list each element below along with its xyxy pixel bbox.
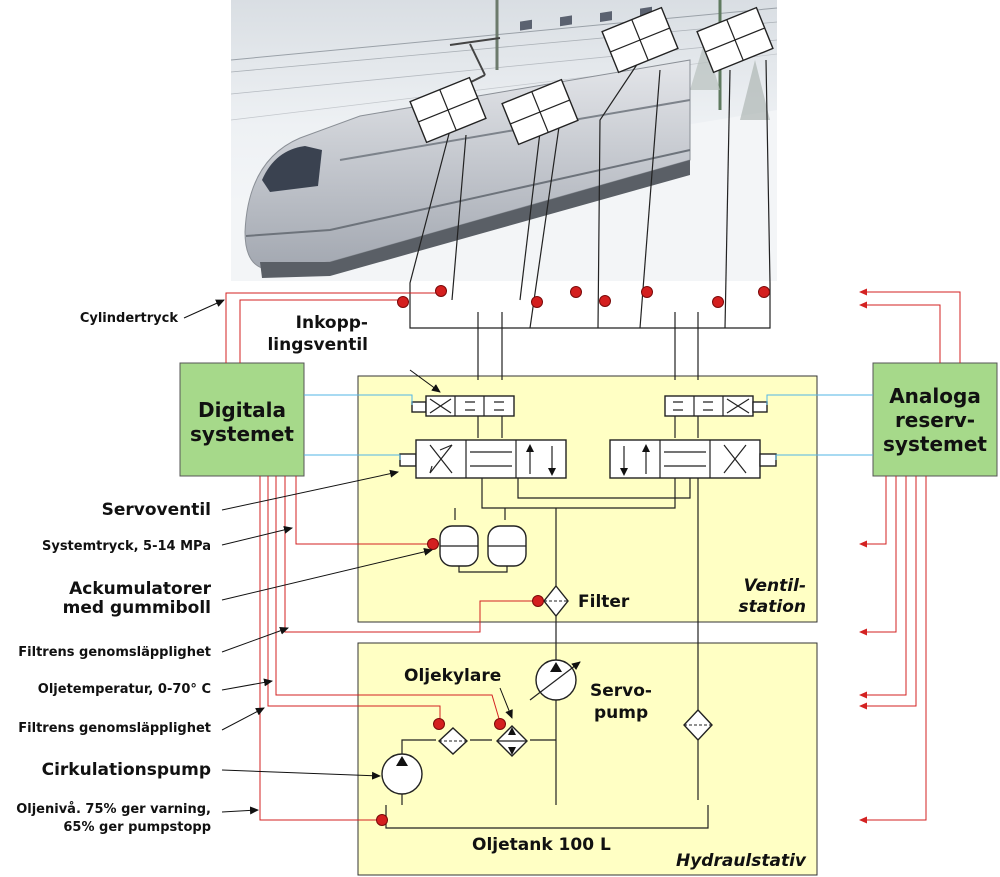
digital-system-box (179, 362, 305, 477)
servo-valve-left (399, 439, 567, 479)
cylinder-symbols (409, 6, 774, 146)
label-hydraulstativ: Hydraulstativ (676, 851, 807, 871)
analog-box-line-3: systemet (883, 432, 987, 456)
hydraulic-lines (385, 59, 771, 829)
label-cirkulationspump: Cirkulationspump (42, 760, 211, 780)
label-ventilstation-2: station (739, 597, 806, 617)
label-servopump-1: Servo- (590, 681, 652, 701)
pump-symbol (381, 659, 581, 795)
hydraul-stativ (357, 642, 818, 876)
label-ackumulatorer-1: Ackumulatorer (69, 579, 211, 599)
label-ackumulatorer-2: med gummiboll (63, 598, 211, 618)
ventil-station (357, 375, 818, 623)
label-filter: Filter (578, 592, 630, 612)
analog-box-line-2: reserv- (895, 408, 975, 432)
label-ventilstation-1: Ventil- (744, 576, 806, 596)
digital-box-line-2: systemet (190, 422, 294, 446)
label-servoventil: Servoventil (102, 500, 211, 520)
train-photo (230, 0, 778, 283)
inkopplings-valve-left (411, 395, 515, 417)
cooler-symbol (496, 725, 528, 757)
label-oljekylare: Oljekylare (404, 666, 501, 686)
label-systemtryck: Systemtryck, 5-14 MPa (42, 539, 211, 554)
accumulator-symbol (439, 525, 527, 573)
label-servopump-2: pump (594, 703, 648, 723)
label-filtrens-1: Filtrens genomsläpplighet (18, 645, 211, 660)
label-cylindertryck: Cylindertryck (80, 311, 179, 326)
label-oljetank: Oljetank 100 L (472, 835, 611, 855)
inkopplings-valve-right (664, 395, 768, 417)
label-oljeniva-2: 65% ger pumpstopp (63, 820, 211, 835)
label-oljeniva-1: Oljenivå. 75% ger varning, (16, 802, 211, 817)
label-filtrens-2: Filtrens genomsläpplighet (18, 721, 211, 736)
servo-valve-right (609, 439, 777, 479)
analog-box-line-1: Analoga (889, 384, 981, 408)
label-oljetemperatur: Oljetemperatur, 0-70° C (38, 682, 211, 697)
digital-box-line-1: Digitala (198, 398, 286, 422)
filter-symbol (437, 584, 713, 755)
pointer-arrows (183, 299, 513, 815)
analog-system-box (872, 362, 998, 477)
label-inkopplingsventil-1: Inkopp- (296, 313, 368, 333)
label-inkopplingsventil-2: lingsventil (267, 335, 368, 355)
signal-lines-blue (304, 394, 873, 460)
pressure-sensor-dot (376, 285, 770, 826)
